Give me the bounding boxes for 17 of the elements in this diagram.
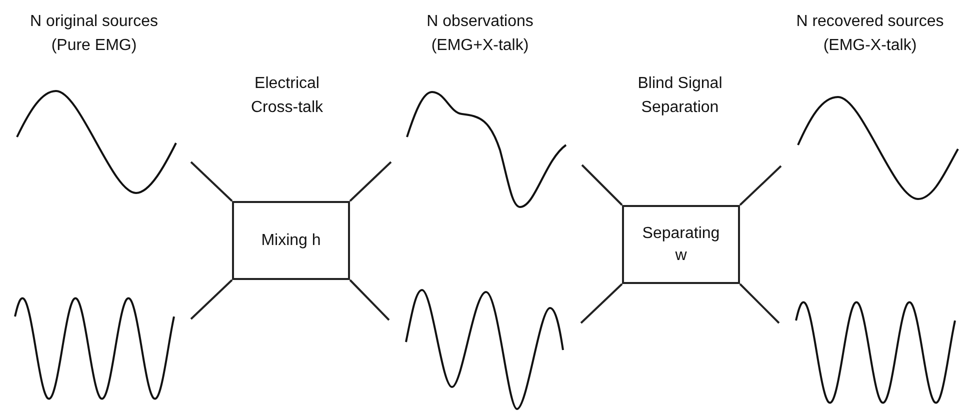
connector-line (190, 279, 233, 320)
connector-line (739, 283, 780, 324)
process-caption: Electrical Cross-talk (250, 74, 324, 118)
connector-line (349, 279, 390, 321)
connector-line (739, 165, 782, 206)
connector-line (580, 283, 623, 324)
connector-line (349, 161, 392, 202)
column-heading: N recovered sources (EMG-X-talk) (795, 12, 945, 56)
process-box (622, 205, 740, 284)
connector-line (581, 164, 623, 206)
process-box (232, 201, 350, 280)
box-label: Mixing h (260, 230, 322, 250)
column-heading: N original sources (Pure EMG) (28, 12, 160, 56)
process-caption: Blind Signal Separation (636, 74, 724, 118)
column-heading: N observations (EMG+X-talk) (426, 12, 534, 56)
connector-line (190, 161, 233, 202)
box-label: Separating w (641, 224, 721, 266)
